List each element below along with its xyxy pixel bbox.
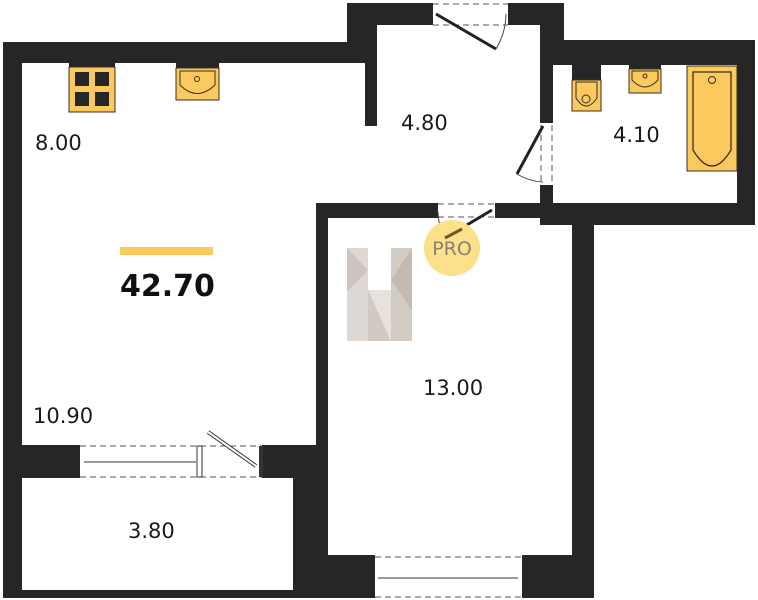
total-area-bar	[120, 247, 213, 255]
total-area: 42.70	[120, 269, 215, 304]
room-area-hallway: 4.80	[401, 111, 448, 135]
walls	[3, 3, 755, 598]
door-bathroom	[515, 125, 553, 185]
kitchen-sink-icon	[175, 63, 220, 101]
balcony-door-window	[80, 430, 263, 478]
room-area-bathroom: 4.10	[613, 123, 660, 147]
pro-badge-text: PRO	[432, 238, 472, 260]
door-entrance	[433, 3, 508, 51]
stove-icon	[68, 63, 116, 113]
room-area-living: 10.90	[33, 404, 93, 428]
room-area-bedroom: 13.00	[423, 376, 483, 400]
bedroom-window	[375, 556, 522, 598]
bathtub-icon	[686, 65, 738, 172]
pro-badge: PRO	[424, 220, 480, 276]
logo-icon	[347, 248, 412, 341]
bathroom-sink-icon	[628, 65, 662, 94]
room-area-kitchen: 8.00	[35, 131, 82, 155]
room-area-balcony: 3.80	[128, 519, 175, 543]
toilet-icon	[571, 65, 602, 112]
